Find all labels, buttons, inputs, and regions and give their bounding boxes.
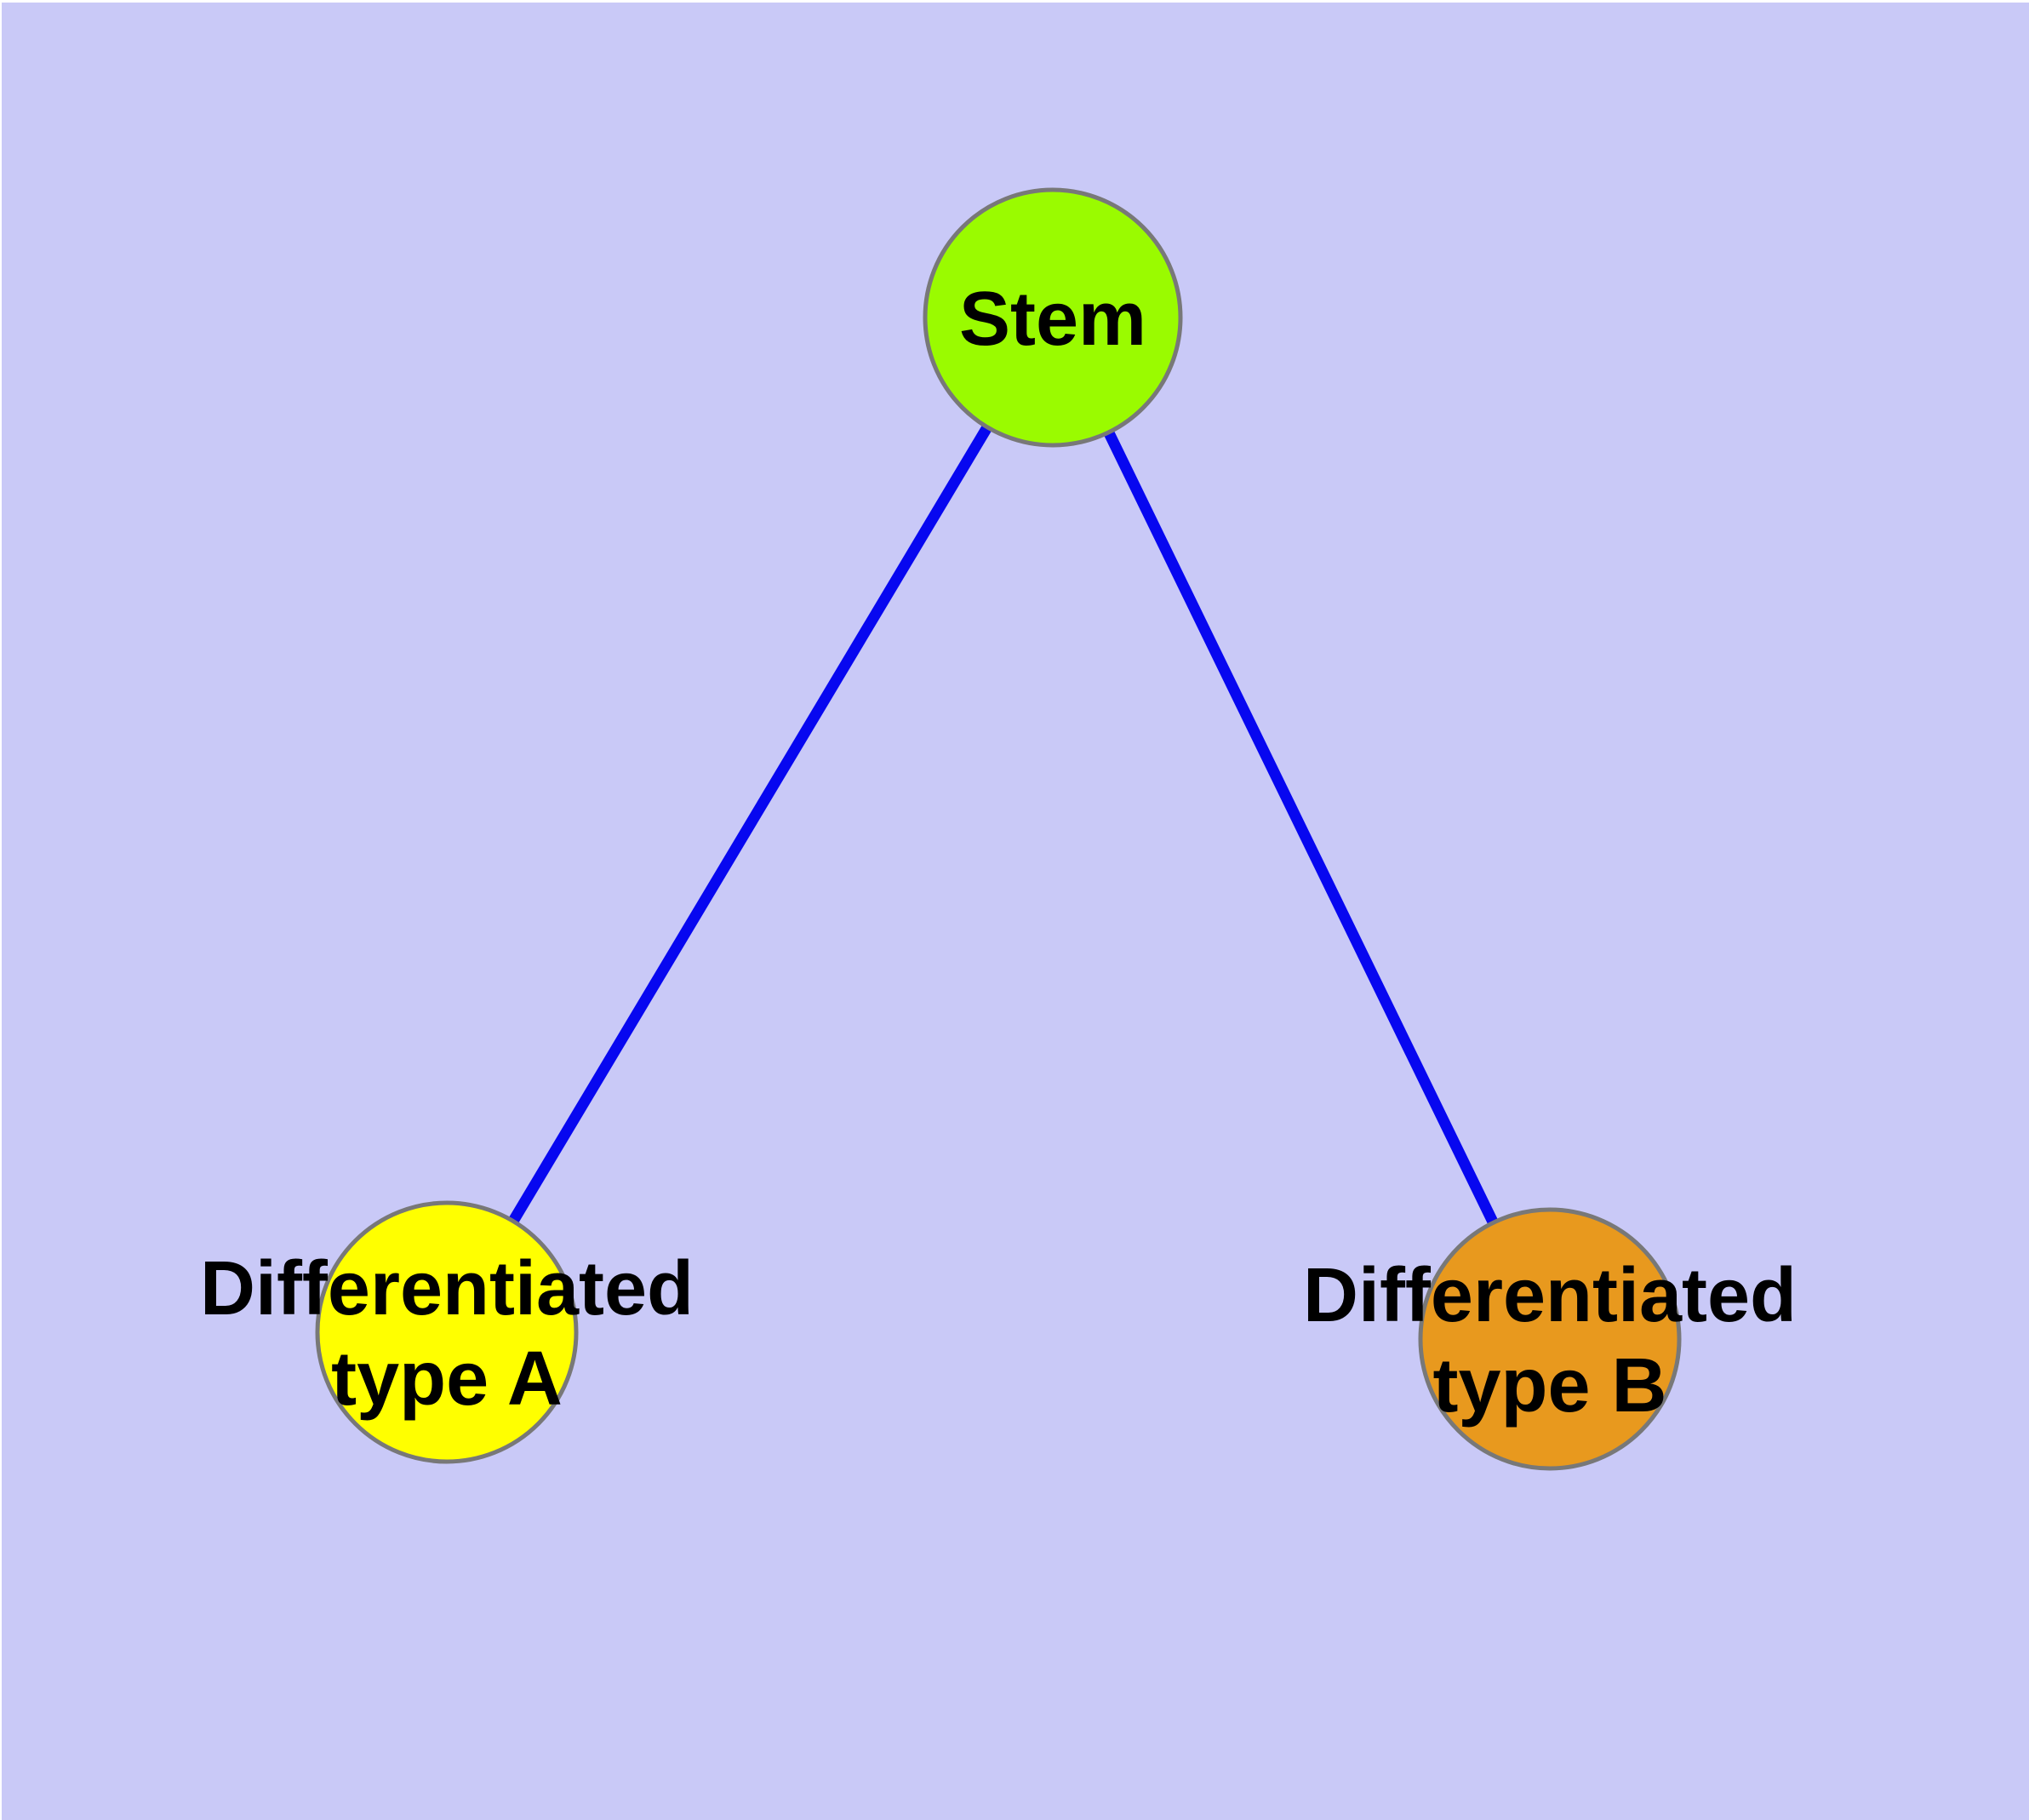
- node-label-stem: Stem: [959, 277, 1146, 362]
- edges-layer: [442, 314, 1555, 1342]
- nodes-layer: [315, 187, 1682, 1471]
- node-diff-type-a: [315, 1200, 579, 1464]
- node-label-line: Differentiated: [200, 1246, 694, 1331]
- edge-stem-to-diff-type-b: [1048, 315, 1555, 1342]
- node-label-line: type B: [1432, 1343, 1666, 1428]
- node-label-line: type A: [331, 1336, 563, 1422]
- node-label-line: Stem: [959, 277, 1146, 362]
- node-diff-type-b: [1418, 1207, 1682, 1471]
- node-stem: [923, 187, 1183, 448]
- node-label-line: Differentiated: [1303, 1253, 1797, 1338]
- edge-stem-to-diff-type-a: [442, 314, 1058, 1336]
